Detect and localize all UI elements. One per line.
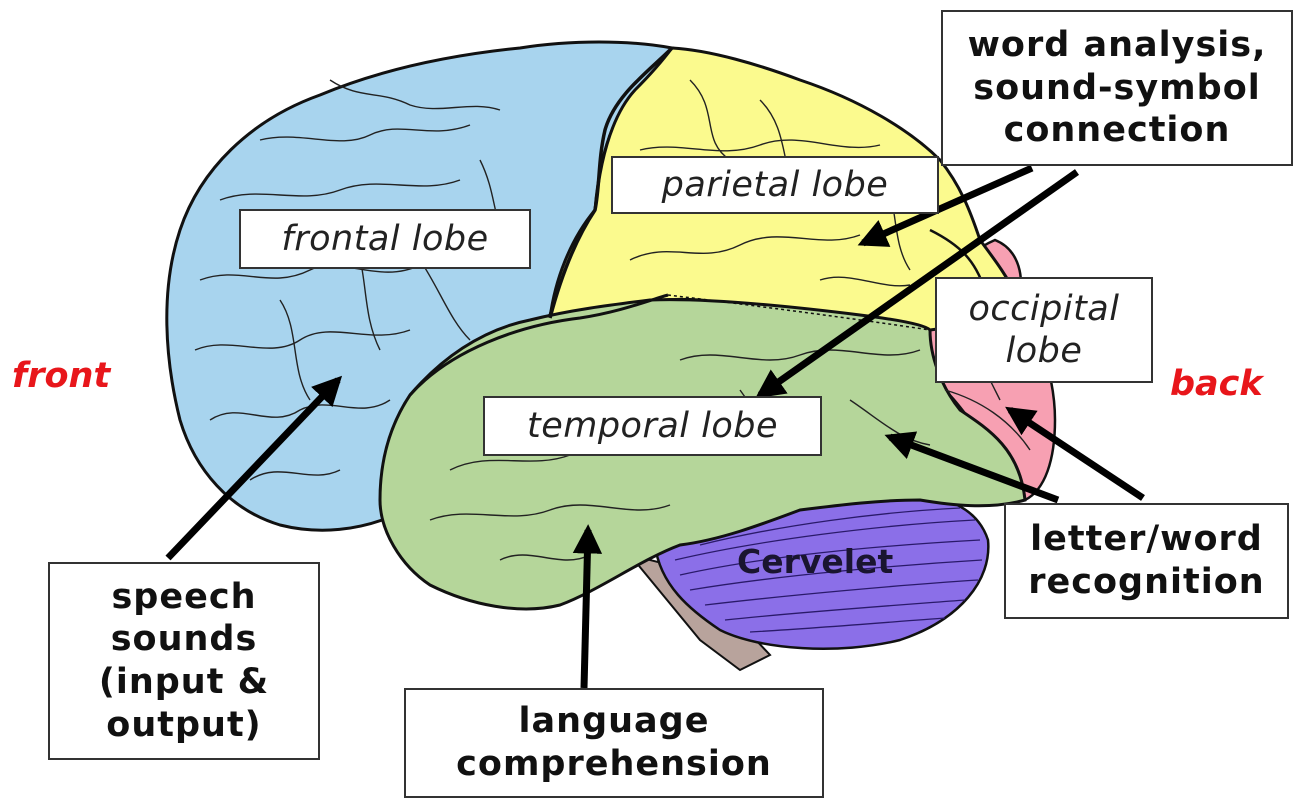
language-comprehension-box: language comprehension (404, 688, 824, 798)
letter-word-recognition-box: letter/word recognition (1004, 503, 1289, 619)
occipital-lobe-label: occipital lobe (935, 277, 1153, 383)
word-analysis-box: word analysis, sound-symbol connection (941, 10, 1293, 166)
cerebellum-label: Cervelet (737, 542, 893, 581)
frontal-lobe-label: frontal lobe (239, 209, 531, 269)
temporal-lobe-label: temporal lobe (483, 396, 822, 456)
speech-sounds-box: speech sounds (input & output) (48, 562, 320, 760)
word-analysis-text: word analysis, sound-symbol connection (968, 24, 1267, 152)
speech-sounds-text: speech sounds (input & output) (99, 576, 269, 747)
front-direction-label: front (12, 356, 110, 396)
back-direction-label: back (1170, 364, 1263, 404)
arrow-language (584, 530, 588, 688)
parietal-lobe-label: parietal lobe (611, 156, 939, 214)
language-comprehension-text: language comprehension (456, 700, 772, 785)
letter-word-recognition-text: letter/word recognition (1028, 518, 1264, 603)
